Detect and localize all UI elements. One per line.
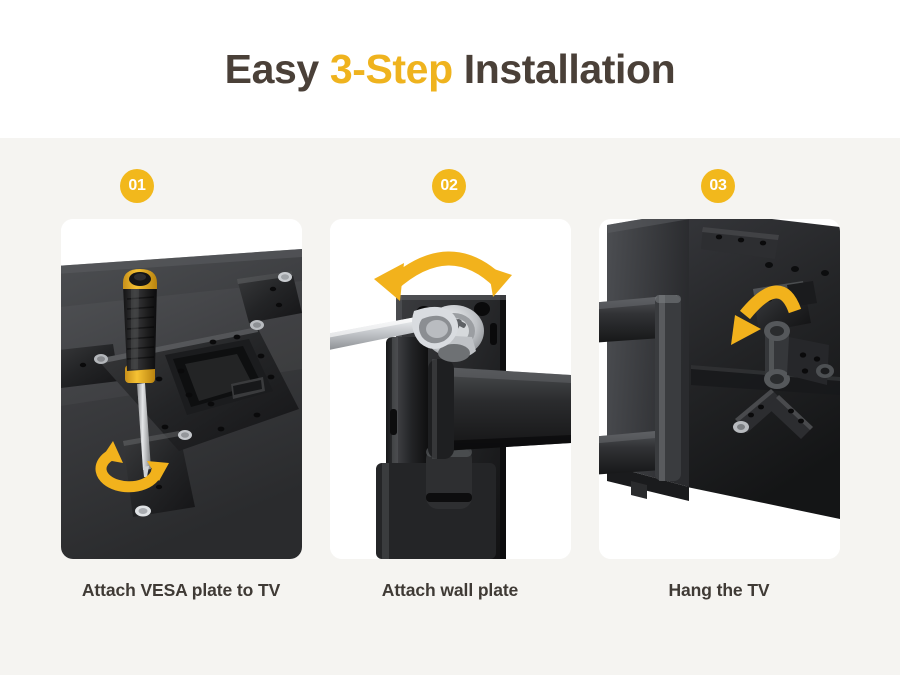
hang-tv-bracket-photo — [598, 219, 840, 559]
step-item-01: 01 — [60, 138, 302, 601]
page-title: Easy 3-Step Installation — [224, 45, 676, 92]
page-title-part1: Easy — [224, 45, 330, 92]
step-item-02: 02 — [329, 138, 571, 601]
page-title-part2: Installation — [452, 45, 676, 92]
header-band: Easy 3-Step Installation — [0, 0, 900, 138]
step-badge-01: 01 — [120, 169, 154, 203]
steps-row: 01 — [0, 138, 900, 675]
step-image-card-01[interactable] — [60, 219, 302, 559]
step-badge-02: 02 — [432, 169, 466, 203]
step-caption-02: Attach wall plate — [381, 580, 519, 600]
step-caption-01: Attach VESA plate to TV — [81, 580, 281, 600]
page-title-accent: 3-Step — [329, 45, 453, 92]
step-image-card-03[interactable] — [598, 219, 840, 559]
step-image-card-02[interactable] — [329, 219, 571, 559]
step-badge-03: 03 — [701, 169, 735, 203]
vesa-plate-screwdriver-photo — [60, 219, 302, 559]
step-caption-03: Hang the TV — [668, 580, 770, 600]
wall-plate-wrench-photo — [329, 219, 571, 559]
step-item-03: 03 — [598, 138, 840, 601]
